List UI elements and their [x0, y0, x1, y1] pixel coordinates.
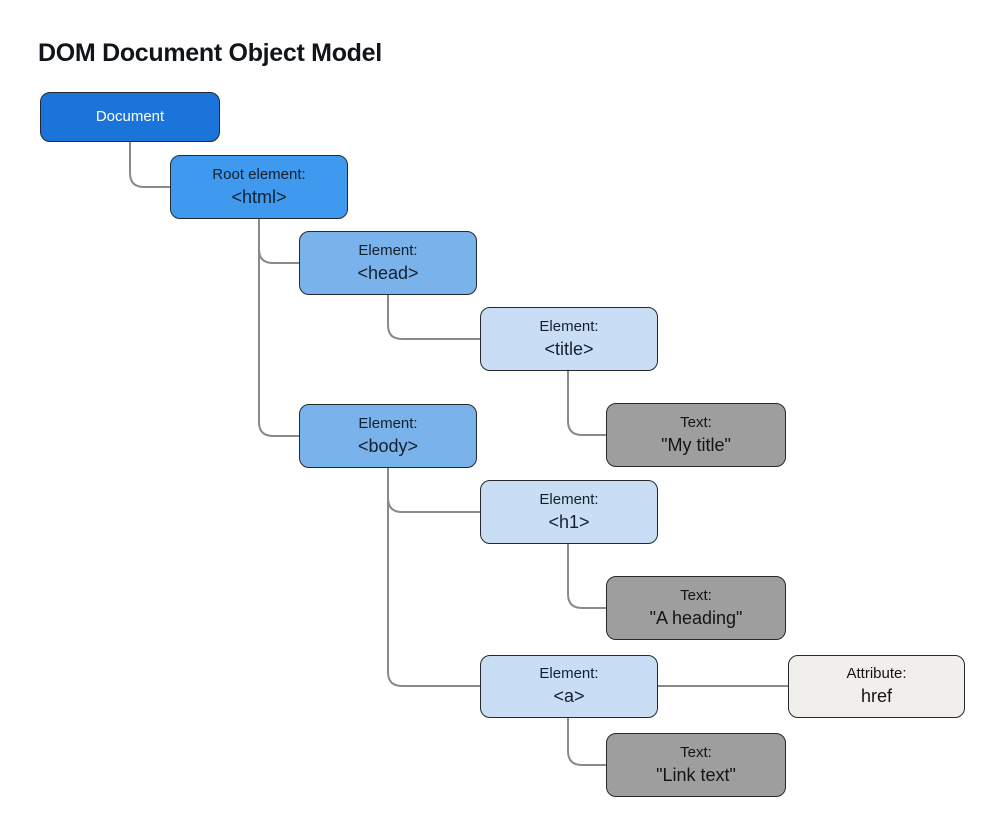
connector-head-title — [387, 295, 480, 340]
node-element-body: Element: <body> — [299, 404, 477, 468]
node-value-label: "Link text" — [656, 764, 736, 785]
page-title: DOM Document Object Model — [38, 39, 382, 67]
node-root-element-html: Root element: <html> — [170, 155, 348, 219]
node-text-link-text: Text: "Link text" — [606, 733, 786, 797]
connector-html-body — [258, 219, 299, 437]
connector-html-head — [258, 219, 299, 264]
node-type-label: Element: — [358, 241, 418, 259]
node-tag-label: <head> — [357, 262, 419, 283]
node-element-h1: Element: <h1> — [480, 480, 658, 544]
connector-body-h1 — [387, 468, 480, 513]
node-type-label: Text: — [680, 586, 712, 604]
node-type-label: Element: — [358, 414, 418, 432]
node-type-label: Text: — [680, 743, 712, 761]
node-element-title: Element: <title> — [480, 307, 658, 371]
node-text-my-title: Text: "My title" — [606, 403, 786, 467]
node-tag-label: <body> — [357, 435, 419, 456]
connector-title-text — [567, 371, 606, 436]
node-tag-label: <a> — [553, 686, 585, 707]
node-element-a: Element: <a> — [480, 655, 658, 718]
connector-h1-text — [567, 544, 606, 609]
node-value-label: "My title" — [661, 434, 731, 455]
node-element-head: Element: <head> — [299, 231, 477, 295]
node-value-label: "A heading" — [649, 607, 743, 628]
node-type-label: Element: — [539, 490, 599, 508]
node-type-label: Element: — [539, 317, 599, 335]
node-type-label: Text: — [680, 413, 712, 431]
connector-body-a — [387, 468, 480, 687]
node-value-label: href — [860, 686, 893, 707]
node-attribute-href: Attribute: href — [788, 655, 965, 718]
node-tag-label: <title> — [544, 338, 594, 359]
node-type-label: Element: — [539, 665, 599, 683]
node-tag-label: <h1> — [548, 511, 590, 532]
node-document: Document — [40, 92, 220, 142]
node-type-label: Attribute: — [846, 665, 907, 683]
connector-document-html — [129, 142, 170, 188]
node-tag-label: <html> — [231, 186, 287, 207]
node-label: Document — [95, 107, 165, 125]
node-text-a-heading: Text: "A heading" — [606, 576, 786, 640]
node-type-label: Root element: — [212, 165, 306, 183]
connector-a-text — [567, 718, 606, 766]
